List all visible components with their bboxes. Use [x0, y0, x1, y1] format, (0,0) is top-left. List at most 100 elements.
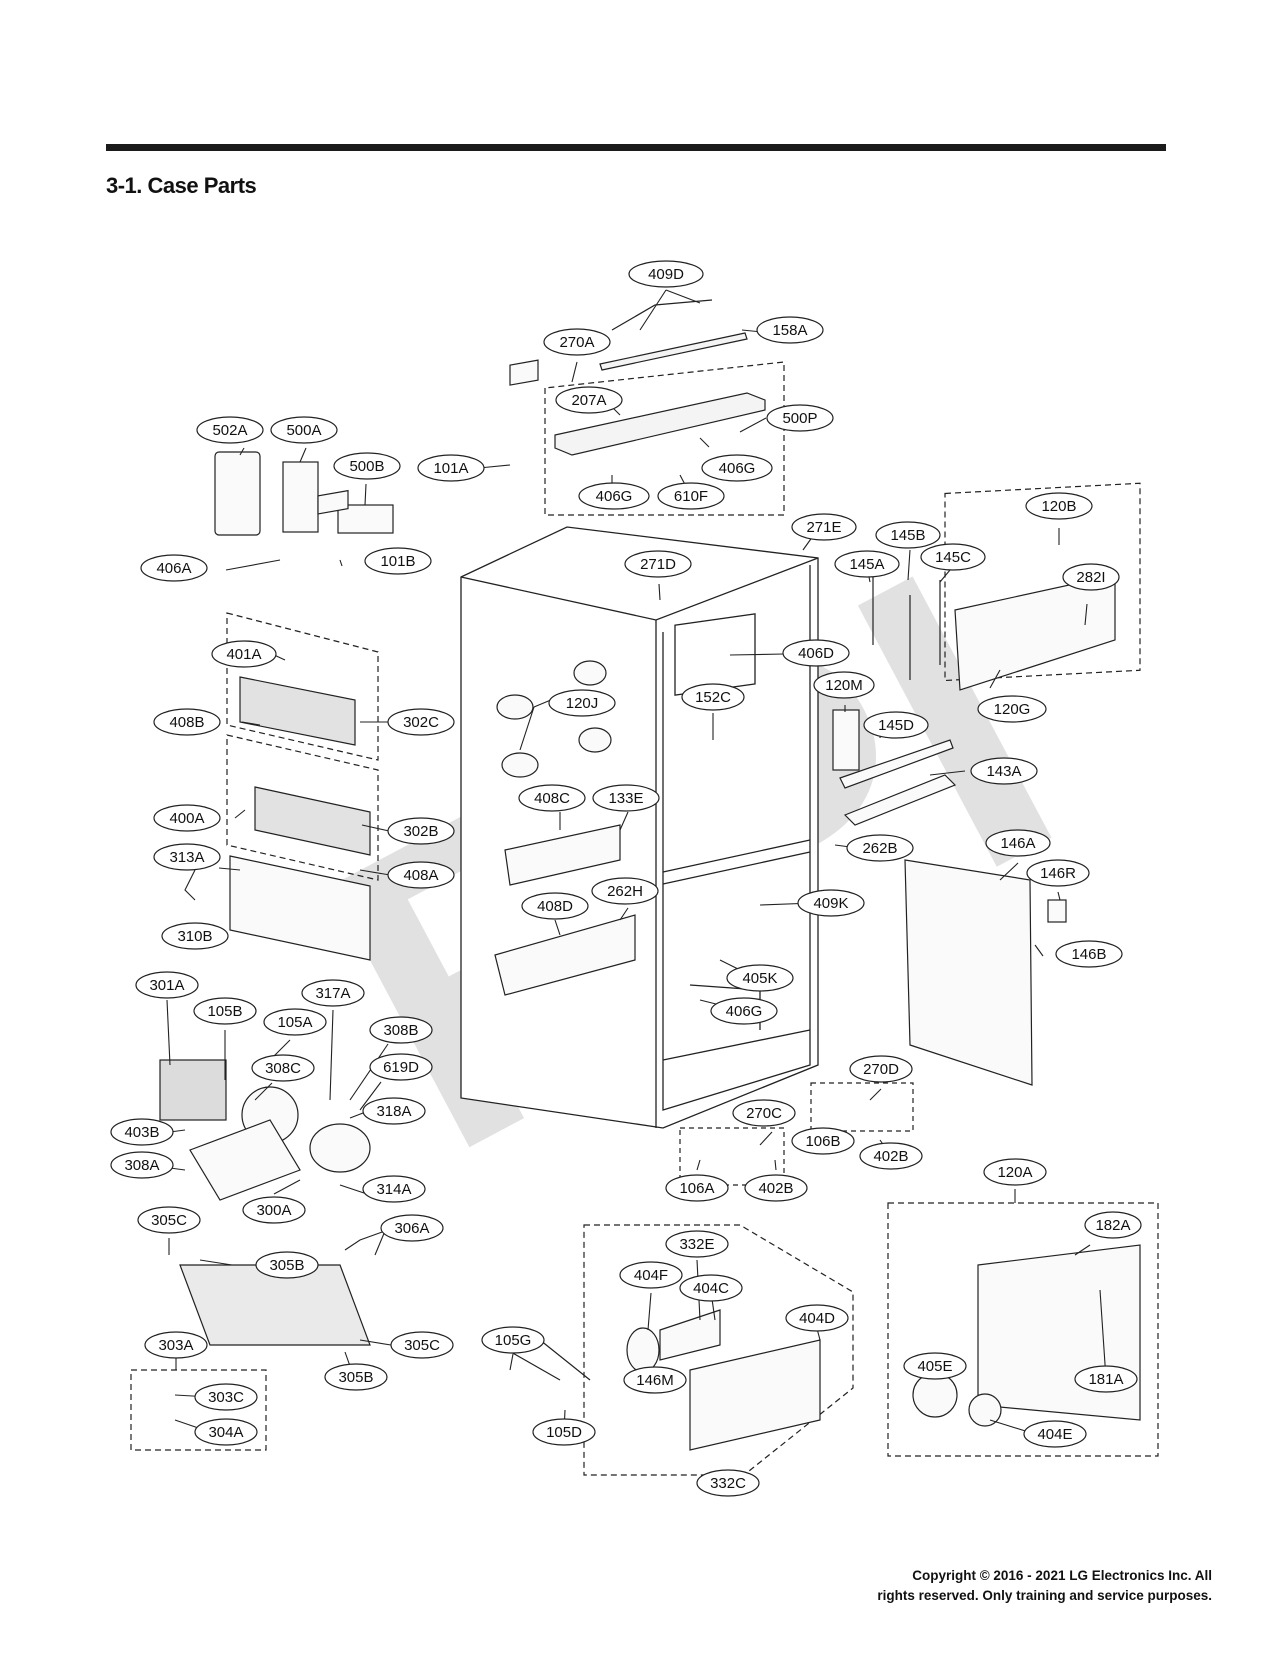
svg-text:302C: 302C	[403, 714, 439, 731]
svg-text:301A: 301A	[149, 977, 184, 994]
svg-text:313A: 313A	[169, 849, 204, 866]
callout: 400A	[153, 804, 221, 832]
callout: 406D	[782, 639, 850, 667]
svg-text:120B: 120B	[1041, 498, 1076, 515]
callout: 408D	[521, 892, 589, 920]
svg-text:145D: 145D	[878, 717, 914, 734]
callout: 402B	[859, 1142, 923, 1170]
callout: 120G	[977, 695, 1047, 723]
page-title: 3-1. Case Parts	[106, 173, 257, 198]
callout: 406A	[140, 554, 208, 582]
callout: 146A	[985, 829, 1051, 857]
callout: 306A	[380, 1214, 444, 1242]
copyright-line-1: Copyright © 2016 - 2021 LG Electronics I…	[912, 1568, 1212, 1583]
svg-text:409D: 409D	[648, 266, 684, 283]
svg-text:101B: 101B	[380, 553, 415, 570]
svg-text:305C: 305C	[404, 1337, 440, 1354]
svg-text:152C: 152C	[695, 689, 731, 706]
svg-text:270A: 270A	[559, 334, 594, 351]
callout: 404E	[1023, 1420, 1087, 1448]
svg-text:145C: 145C	[935, 549, 971, 566]
callout: 305B	[324, 1363, 388, 1391]
callout: 105G	[481, 1326, 545, 1354]
svg-text:105G: 105G	[495, 1332, 532, 1349]
callout: 317A	[301, 979, 365, 1007]
callout: 314A	[362, 1175, 426, 1203]
svg-text:500A: 500A	[286, 422, 321, 439]
callout: 408A	[387, 861, 455, 889]
svg-text:305B: 305B	[269, 1257, 304, 1274]
callout: 105D	[532, 1418, 596, 1446]
callout: 305B	[255, 1251, 319, 1279]
svg-text:105A: 105A	[277, 1014, 312, 1031]
leader-lines	[166, 289, 1107, 1484]
callout: 332C	[696, 1469, 760, 1497]
svg-text:502A: 502A	[212, 422, 247, 439]
callout: 106B	[791, 1127, 855, 1155]
callout: 408B	[153, 708, 221, 736]
callout: 304A	[194, 1418, 258, 1446]
svg-text:182A: 182A	[1095, 1217, 1130, 1234]
svg-text:146M: 146M	[636, 1372, 674, 1389]
callout: 502A	[196, 416, 264, 444]
callout: 406G	[578, 482, 650, 510]
svg-text:270C: 270C	[746, 1105, 782, 1122]
svg-text:120A: 120A	[997, 1164, 1032, 1181]
refrigerator-cabinet	[460, 526, 819, 1129]
svg-text:101A: 101A	[433, 460, 468, 477]
svg-text:404D: 404D	[799, 1310, 835, 1327]
svg-text:304A: 304A	[208, 1424, 243, 1441]
svg-text:332E: 332E	[679, 1236, 714, 1253]
svg-text:401A: 401A	[226, 646, 261, 663]
svg-text:143A: 143A	[986, 763, 1021, 780]
callout: 409K	[797, 889, 865, 917]
callout: 270C	[732, 1099, 796, 1127]
callout: 500P	[766, 404, 834, 432]
callout: 404F	[619, 1261, 683, 1289]
svg-text:619D: 619D	[383, 1059, 419, 1076]
svg-text:406G: 406G	[726, 1003, 763, 1020]
svg-text:145B: 145B	[890, 527, 925, 544]
svg-text:402B: 402B	[873, 1148, 908, 1165]
svg-text:133E: 133E	[608, 790, 643, 807]
callout: 145B	[875, 521, 941, 549]
callout: 152C	[681, 683, 745, 711]
callout: 282I	[1062, 563, 1120, 591]
callout: 182A	[1084, 1211, 1142, 1239]
svg-text:120J: 120J	[566, 695, 599, 712]
svg-text:406G: 406G	[719, 460, 756, 477]
svg-text:308A: 308A	[124, 1157, 159, 1174]
callout: 106A	[665, 1174, 729, 1202]
copyright-notice: Copyright © 2016 - 2021 LG Electronics I…	[752, 1566, 1212, 1606]
svg-text:305B: 305B	[338, 1369, 373, 1386]
svg-text:120G: 120G	[994, 701, 1031, 718]
svg-text:302B: 302B	[403, 823, 438, 840]
callout: 409D	[628, 260, 704, 288]
callout: 401A	[211, 640, 277, 668]
svg-text:120M: 120M	[825, 677, 863, 694]
callout: 207A	[555, 386, 623, 414]
svg-text:404E: 404E	[1037, 1426, 1072, 1443]
callout: 619D	[369, 1053, 433, 1081]
callout: 120J	[548, 689, 616, 717]
svg-text:408C: 408C	[534, 790, 570, 807]
callouts: 409D 158A 270A 207A 500P 406G 101A 406G …	[110, 260, 1142, 1497]
svg-text:262B: 262B	[862, 840, 897, 857]
callout: 404D	[785, 1304, 849, 1332]
callout: 120B	[1025, 492, 1093, 520]
callout: 403B	[110, 1118, 174, 1146]
svg-text:500B: 500B	[349, 458, 384, 475]
callout: 313A	[153, 843, 221, 871]
svg-text:500P: 500P	[782, 410, 817, 427]
svg-text:318A: 318A	[376, 1103, 411, 1120]
svg-text:306A: 306A	[394, 1220, 429, 1237]
svg-text:271D: 271D	[640, 556, 676, 573]
svg-text:303C: 303C	[208, 1389, 244, 1406]
callout: 143A	[970, 757, 1038, 785]
svg-text:282I: 282I	[1076, 569, 1105, 586]
svg-text:207A: 207A	[571, 392, 606, 409]
svg-text:303A: 303A	[158, 1337, 193, 1354]
copyright-line-2: rights reserved. Only training and servi…	[877, 1588, 1212, 1603]
callout: 120M	[813, 671, 875, 699]
